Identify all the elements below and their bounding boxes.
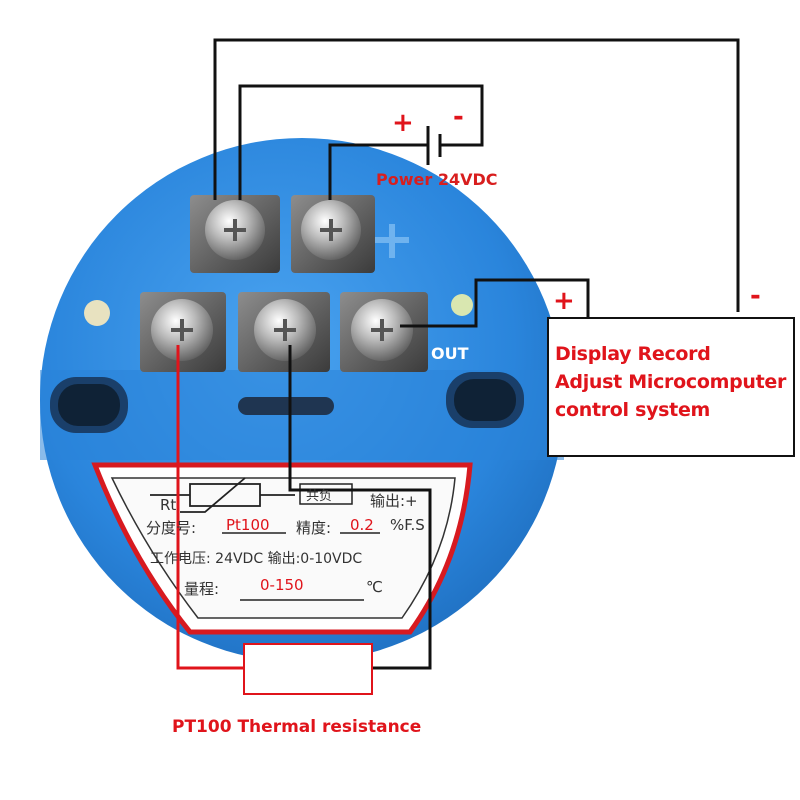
nameplate-accuracy-value: 0.2 — [350, 516, 374, 534]
nameplate-rt: Rt — [160, 496, 177, 514]
center-slot — [238, 397, 334, 415]
system-line-3: control system — [555, 399, 711, 421]
nameplate-common: 共负 — [306, 489, 333, 504]
nameplate-output-mark: 输出:+ — [370, 492, 418, 510]
power-label: Power 24VDC — [376, 170, 498, 189]
nameplate-work-voltage: 工作电压: 24VDC 输出:0-10VDC — [150, 551, 363, 567]
control-system-box: Display Record Adjust Microcomputer cont… — [547, 317, 795, 457]
terminal-bottom-1 — [140, 292, 226, 372]
terminal-top-left — [190, 195, 280, 273]
nameplate-grad-label: 分度号: — [146, 519, 197, 537]
nameplate-grad-value: Pt100 — [226, 516, 270, 534]
system-line-1: Display Record — [555, 343, 711, 365]
system-plus-sign: + — [553, 286, 575, 316]
nameplate-accuracy-unit: %F.S — [390, 516, 425, 534]
nameplate-accuracy-label: 精度: — [296, 519, 332, 537]
nameplate — [91, 462, 473, 635]
wire-black-inner — [238, 84, 484, 200]
pt100-label: PT100 Thermal resistance — [172, 717, 422, 737]
wire-power-plus — [328, 143, 428, 200]
out-label: OUT — [431, 344, 469, 363]
nameplate-range-value: 0-150 — [260, 576, 304, 594]
nameplate-range-label: 量程: — [184, 580, 220, 598]
nameplate-range-unit: ℃ — [366, 578, 383, 596]
system-line-2: Adjust Microcomputer — [555, 371, 787, 393]
battery-symbol — [426, 126, 442, 165]
wire-red-sensor — [176, 345, 244, 670]
terminal-bottom-2 — [238, 292, 330, 372]
body-screw-right — [451, 294, 473, 316]
pt100-sensor-box — [243, 643, 373, 695]
terminal-top-right — [291, 195, 375, 273]
wire-common-negative — [288, 345, 432, 670]
wire-out — [400, 278, 590, 328]
power-plus-sign: + — [392, 108, 414, 138]
system-minus-sign: - — [750, 281, 761, 311]
power-minus-sign: - — [453, 102, 464, 132]
terminal-bottom-3 — [340, 292, 428, 372]
wire-black-outer — [213, 38, 740, 312]
body-screw-left — [84, 300, 110, 326]
